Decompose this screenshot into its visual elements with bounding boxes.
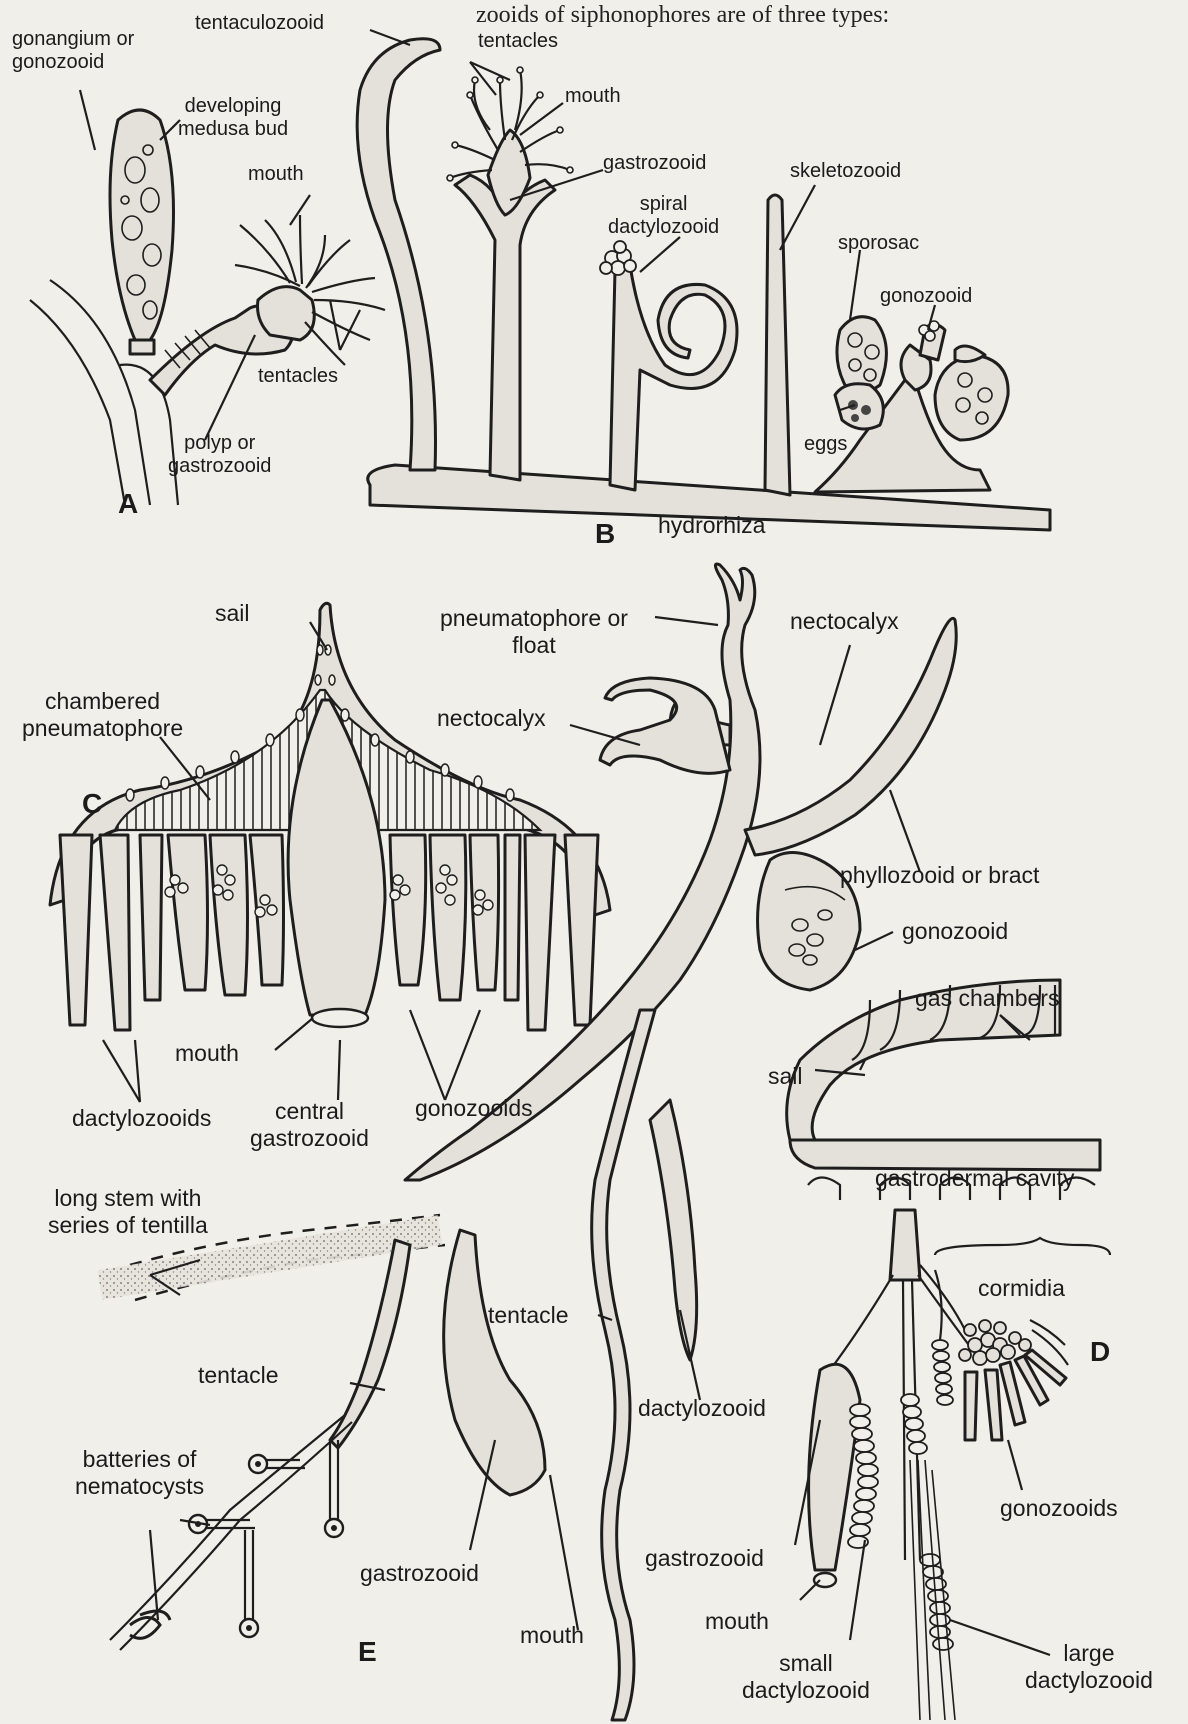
label-e-nectocalyx-left: nectocalyx bbox=[437, 705, 546, 732]
label-e-dactylozooid: dactylozooid bbox=[638, 1395, 766, 1422]
label-small-dactylozooid: small dactylozooid bbox=[742, 1650, 870, 1704]
label-e-tentacle-left: tentacle bbox=[198, 1362, 279, 1389]
label-tentaculozooid: tentaculozooid bbox=[195, 12, 324, 35]
label-skeletozooid: skeletozooid bbox=[790, 160, 901, 183]
label-c-dactylozooids: dactylozooids bbox=[72, 1105, 211, 1132]
label-chambered-pneumatophore: chambered pneumatophore bbox=[22, 688, 183, 742]
label-c-gonozooids: gonozooids bbox=[415, 1095, 533, 1122]
label-batteries-of-nematocysts: batteries of nematocysts bbox=[75, 1446, 204, 1500]
label-gonangium: gonangium or gonozooid bbox=[12, 28, 134, 74]
label-d-sail: sail bbox=[768, 1063, 803, 1090]
label-b-gonozooid: gonozooid bbox=[880, 285, 972, 308]
label-large-dactylozooid: large dactylozooid bbox=[1025, 1640, 1153, 1694]
panel-letter-a: A bbox=[118, 490, 138, 517]
label-developing-medusa-bud: developing medusa bud bbox=[178, 95, 288, 141]
label-polyp-or-gastrozooid: polyp or gastrozooid bbox=[168, 432, 271, 478]
label-d-mouth: mouth bbox=[705, 1608, 769, 1635]
panel-letter-c: C bbox=[82, 790, 102, 817]
label-e-mouth: mouth bbox=[520, 1622, 584, 1649]
panel-letter-e: E bbox=[358, 1638, 377, 1665]
label-e-gastrozooid: gastrozooid bbox=[360, 1560, 479, 1587]
panel-letter-b: B bbox=[595, 520, 615, 547]
label-e-nectocalyx-right: nectocalyx bbox=[790, 608, 899, 635]
label-d-gastrozooid: gastrozooid bbox=[645, 1545, 764, 1572]
label-sporosac: sporosac bbox=[838, 232, 919, 255]
label-e-gonozooid: gonozooid bbox=[902, 918, 1008, 945]
label-central-gastrozooid: central gastrozooid bbox=[250, 1098, 369, 1152]
label-c-sail: sail bbox=[215, 600, 250, 627]
panel-c-drawing bbox=[50, 603, 610, 1030]
label-b-gastrozooid: gastrozooid bbox=[603, 152, 706, 175]
label-gastrodermal-cavity: gastrodermal cavity bbox=[875, 1165, 1074, 1192]
panel-letter-d: D bbox=[1090, 1338, 1110, 1365]
panel-d-drawing bbox=[787, 980, 1100, 1720]
label-hydrorhiza: hydrorhiza bbox=[658, 512, 765, 539]
label-spiral-dactylozooid: spiral dactylozooid bbox=[608, 193, 719, 239]
label-pneumatophore-or-float: pneumatophore or float bbox=[440, 605, 628, 659]
label-c-mouth: mouth bbox=[175, 1040, 239, 1067]
label-b-mouth: mouth bbox=[565, 85, 621, 108]
label-long-stem: long stem with series of tentilla bbox=[48, 1185, 208, 1239]
label-a-tentacles: tentacles bbox=[258, 365, 338, 388]
label-eggs: eggs bbox=[804, 433, 847, 456]
label-gas-chambers: gas chambers bbox=[915, 985, 1059, 1012]
label-a-mouth: mouth bbox=[248, 163, 304, 186]
label-cormidia: cormidia bbox=[978, 1275, 1065, 1302]
label-d-gonozooids: gonozooids bbox=[1000, 1495, 1118, 1522]
label-e-tentacle-mid: tentacle bbox=[488, 1302, 569, 1329]
label-b-tentacles: tentacles bbox=[478, 30, 558, 53]
label-phyllozooid-or-bract: phyllozooid or bract bbox=[840, 862, 1039, 889]
